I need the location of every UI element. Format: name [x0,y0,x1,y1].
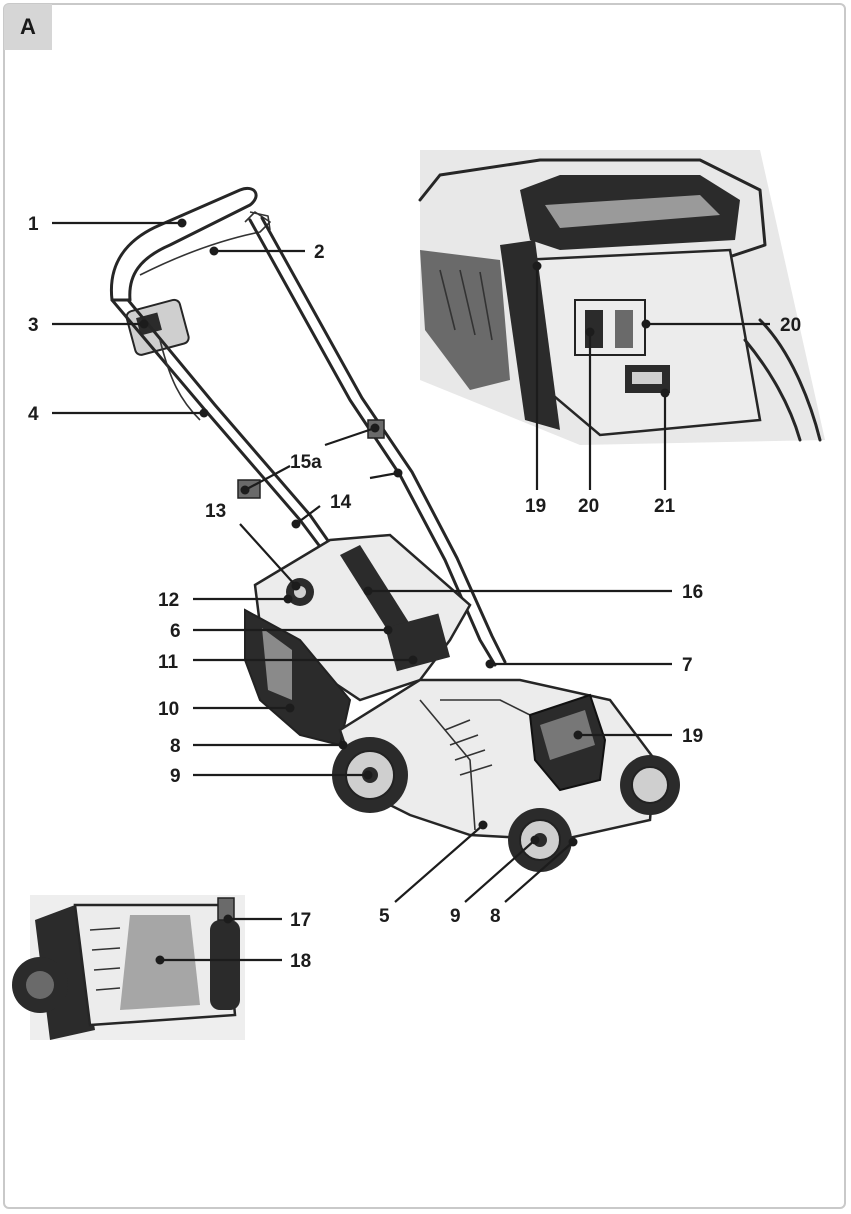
callout-21: 21 [654,496,676,517]
rear-wheel-inset [210,920,240,1010]
callout-17: 17 [290,910,311,931]
callout-20-right: 20 [780,315,801,336]
callout-15a: 15a [290,452,322,473]
callout-19-inset: 19 [525,496,546,517]
leader-lines [52,218,770,965]
callout-7: 7 [682,655,693,676]
callout-12: 12 [158,590,179,611]
section-letter: A [20,14,36,39]
callout-labels: 1 2 3 4 15a 14 13 12 6 11 10 8 9 16 7 19… [28,214,801,972]
callout-3: 3 [28,315,39,336]
callout-20-bottom: 20 [578,496,599,517]
callout-4: 4 [28,404,39,425]
callout-9-right: 9 [450,906,461,927]
callout-14: 14 [330,492,352,513]
inset-battery-compartment [418,150,825,445]
page-frame [3,3,846,1209]
callout-11: 11 [158,652,179,673]
callout-18: 18 [290,951,311,972]
handle-bar [109,187,258,302]
callout-6: 6 [170,621,181,642]
callout-9-left: 9 [170,766,181,787]
inset-rear-view [12,895,245,1040]
section-tab: A [4,4,52,50]
callout-16: 16 [682,582,703,603]
callout-1: 1 [28,214,39,235]
callout-8-left: 8 [170,736,181,757]
left-handle-tube [110,298,332,562]
callout-10: 10 [158,699,179,720]
callout-19-main: 19 [682,726,703,747]
callout-5: 5 [379,906,390,927]
callout-2: 2 [314,242,325,263]
callout-8-right: 8 [490,906,501,927]
safety-lever [139,211,271,276]
callout-13: 13 [205,501,226,522]
